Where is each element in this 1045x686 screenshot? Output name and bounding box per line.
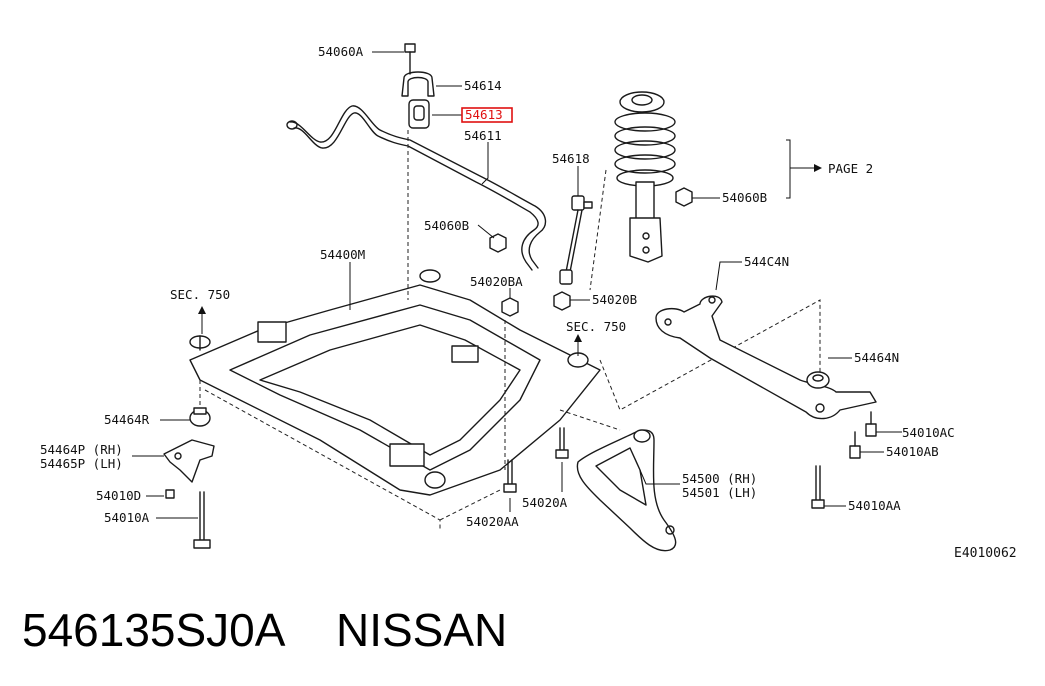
label-54464R[interactable]: 54464R [104,412,150,427]
page2-arrow [786,139,822,199]
bolt-54010AC [865,411,877,437]
label-54020A[interactable]: 54020A [522,495,568,510]
label-sec750-left[interactable]: SEC. 750 [170,287,230,302]
label-54500[interactable]: 54500 (RH) [682,471,757,486]
lower-link [576,429,677,552]
label-54060B-link[interactable]: 54060B [424,218,469,233]
diagram-code: E4010062 [954,546,1017,561]
stabilizer-link [559,195,593,285]
stabilizer-bar [286,105,547,271]
label-54465P[interactable]: 54465P (LH) [40,456,123,471]
dash-line-3 [199,299,821,530]
nut-54020BA [501,297,519,317]
leader-lines [132,51,902,519]
suspension-member [189,269,601,496]
bolt-54020A [555,427,569,459]
nut-54020B [553,291,571,311]
nut-54060B-strut [675,187,693,207]
label-54010AB[interactable]: 54010AB [886,444,939,459]
label-54060A[interactable]: 54060A [318,44,364,59]
label-54010AA[interactable]: 54010AA [848,498,901,513]
label-sec750-mid[interactable]: SEC. 750 [566,319,626,334]
caption-part-number: 546135SJ0A [22,604,286,656]
label-54060B-strut[interactable]: 54060B [722,190,767,205]
label-54020AA[interactable]: 54020AA [466,514,519,529]
nut-54060B-link [489,233,507,253]
label-54614[interactable]: 54614 [464,78,502,93]
sec750-arrow-mid [574,334,582,356]
bushing-54464N [806,371,830,389]
bolt-54020AA [503,459,517,493]
label-54010D[interactable]: 54010D [96,488,141,503]
label-page2[interactable]: PAGE 2 [828,161,873,176]
bolt-54060A [404,43,416,75]
highlight-box-54613 [461,107,513,123]
dash-line-2 [589,169,607,291]
label-54464P[interactable]: 54464P (RH) [40,442,123,457]
label-54618[interactable]: 54618 [552,151,590,166]
caption-brand: NISSAN [336,604,507,656]
member-reinforcement [655,295,877,420]
bolt-54010A [193,491,211,549]
label-54010A[interactable]: 54010A [104,510,150,525]
label-54464N[interactable]: 54464N [854,350,899,365]
sec750-arrow-left [198,306,206,334]
member-bracket [163,439,215,483]
strut-assembly [614,91,676,263]
label-54020B[interactable]: 54020B [592,292,637,307]
label-544C4N[interactable]: 544C4N [744,254,789,269]
bolt-54010AA [811,465,825,509]
label-54400M[interactable]: 54400M [320,247,365,262]
label-54010AC[interactable]: 54010AC [902,425,955,440]
bolt-54010AB [849,431,861,459]
label-54020BA[interactable]: 54020BA [470,274,523,289]
bushing-54464R [189,407,211,427]
stabilizer-bushing [408,99,430,129]
label-54501[interactable]: 54501 (LH) [682,485,757,500]
label-54613[interactable]: 54613 [465,107,503,122]
label-54611[interactable]: 54611 [464,128,502,143]
stabilizer-clamp [401,71,435,97]
bolt-54010D [165,489,175,499]
